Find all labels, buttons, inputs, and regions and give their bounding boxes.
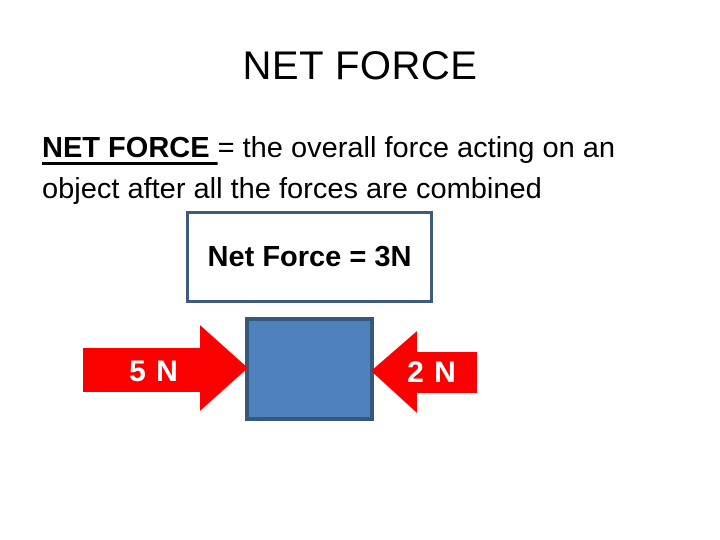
right-force-label: 2 N — [407, 356, 457, 389]
slide-title: NET FORCE — [242, 44, 478, 88]
left-force-label: 5 N — [129, 355, 179, 388]
definition-line2: object after all the forces are combined — [42, 173, 542, 205]
definition-line1: = the overall force acting on an — [217, 132, 616, 164]
net-force-result-label: Net Force = 3N — [207, 240, 412, 273]
definition-text: NET FORCE = the overall force acting on … — [42, 128, 702, 210]
definition-term: NET FORCE — [42, 132, 218, 164]
object-box — [245, 317, 374, 421]
left-force-arrow — [83, 325, 248, 411]
net-force-result-box: Net Force = 3N — [186, 211, 433, 303]
right-force-arrow — [371, 331, 477, 413]
